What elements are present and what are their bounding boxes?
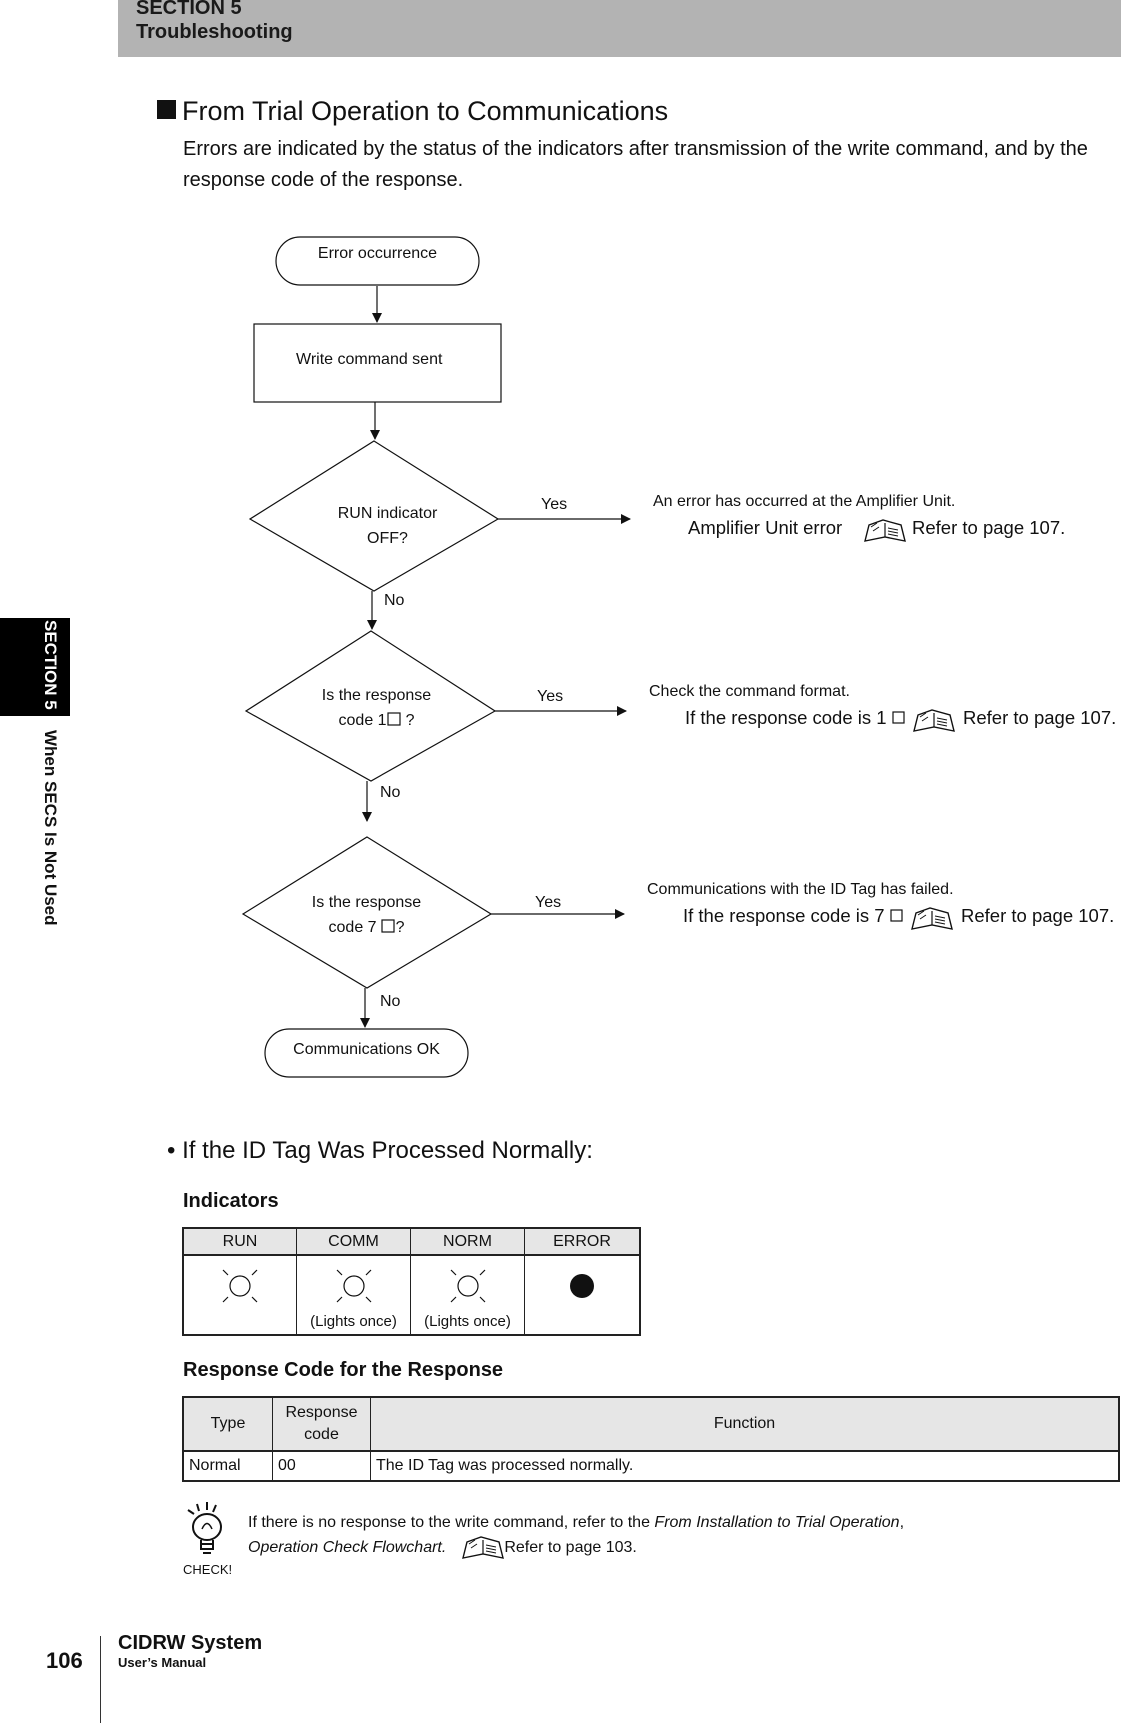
side-section-tab [0,618,70,716]
section-title: From Trial Operation to Communications [157,96,668,127]
write-command-label: Write command sent [296,351,443,368]
decision3-label: Is the response code 7? [311,894,422,936]
response-code-heading: Response Code for the Response [183,1359,504,1381]
placeholder-box-icon [890,909,903,922]
result1-detail: Amplifier Unit error [688,517,843,538]
indicator-comm-state: (Lights once) [296,1254,411,1336]
manual-reference-icon [911,907,953,930]
no-label: No [380,784,401,801]
no-label: No [384,592,405,609]
decision-run-indicator [248,440,500,592]
placeholder-box-icon [381,919,395,933]
result2-ref: Refer to page 107. [963,707,1117,728]
col-function: Function [370,1396,1120,1452]
intro-paragraph: Errors are indicated by the status of th… [183,138,1088,191]
decision1-label: RUN indicator OFF? [337,505,438,547]
indicator-norm-state: (Lights once) [410,1254,525,1336]
square-bullet-icon [157,100,176,119]
no-label: No [380,993,401,1010]
check-lightbulb-icon [187,1502,222,1554]
page-number: 106 [46,1648,83,1673]
indicator-error-state [524,1254,641,1336]
indicator-lit-icon [450,1269,485,1303]
cell-function: The ID Tag was processed normally. [370,1450,1120,1482]
placeholder-box-icon [387,712,401,726]
decision-code-7 [241,836,493,989]
footer-subtitle: User’s Manual [118,1655,207,1670]
processed-normally-heading: • If the ID Tag Was Processed Normally: [167,1137,593,1164]
start-terminator [275,236,480,286]
write-command-box [253,323,502,403]
manual-reference-icon [864,519,906,542]
indicator-col-norm: NORM [410,1227,525,1256]
indicator-col-error: ERROR [524,1227,641,1256]
end-terminator [264,1028,469,1078]
indicator-col-run: RUN [182,1227,297,1256]
col-response-code: Response code [272,1396,371,1452]
yes-label: Yes [541,496,568,513]
cell-code: 00 [272,1450,371,1482]
end-label: Communications OK [293,1041,440,1058]
check-label: CHECK! [183,1562,233,1577]
yes-label: Yes [535,894,562,911]
indicators-table: RUN COMM NORM ERROR (Lights once) (Light… [182,1227,641,1336]
result3-note: Communications with the ID Tag has faile… [647,881,954,898]
result3-ref: Refer to page 107. [961,905,1115,926]
result2-detail: If the response code is 1 [685,707,887,728]
header-section-title: Troubleshooting [136,21,293,43]
footer-title: CIDRW System [118,1632,263,1654]
footer-divider [100,1636,101,1723]
result1-ref: Refer to page 107. [912,517,1066,538]
result3-detail: If the response code is 7 [683,905,885,926]
result2-note: Check the command format. [649,683,850,700]
cell-type: Normal [182,1450,273,1482]
section-header-bar: SECTION 5 Troubleshooting [118,0,1121,57]
manual-reference-icon [913,709,955,732]
check-note: If there is no response to the write com… [248,1514,905,1556]
col-type: Type [182,1396,273,1452]
start-label: Error occurrence [317,245,438,262]
yes-label: Yes [537,688,564,705]
decision2-label: Is the response code 1? [321,687,432,729]
response-code-table: Type Response code Function Normal 00 Th… [182,1396,1120,1482]
decision-code-1 [244,630,497,782]
indicators-heading: Indicators [183,1190,279,1212]
indicator-lit-icon [222,1269,258,1303]
table-row: Normal 00 The ID Tag was processed norma… [182,1450,1120,1482]
header-section-number: SECTION 5 [136,0,242,19]
indicator-off-icon [570,1274,594,1298]
result1-note: An error has occurred at the Amplifier U… [653,493,956,510]
indicator-lit-icon [336,1269,371,1303]
indicator-col-comm: COMM [296,1227,411,1256]
indicator-run-state [182,1254,297,1336]
placeholder-box-icon [892,711,905,724]
